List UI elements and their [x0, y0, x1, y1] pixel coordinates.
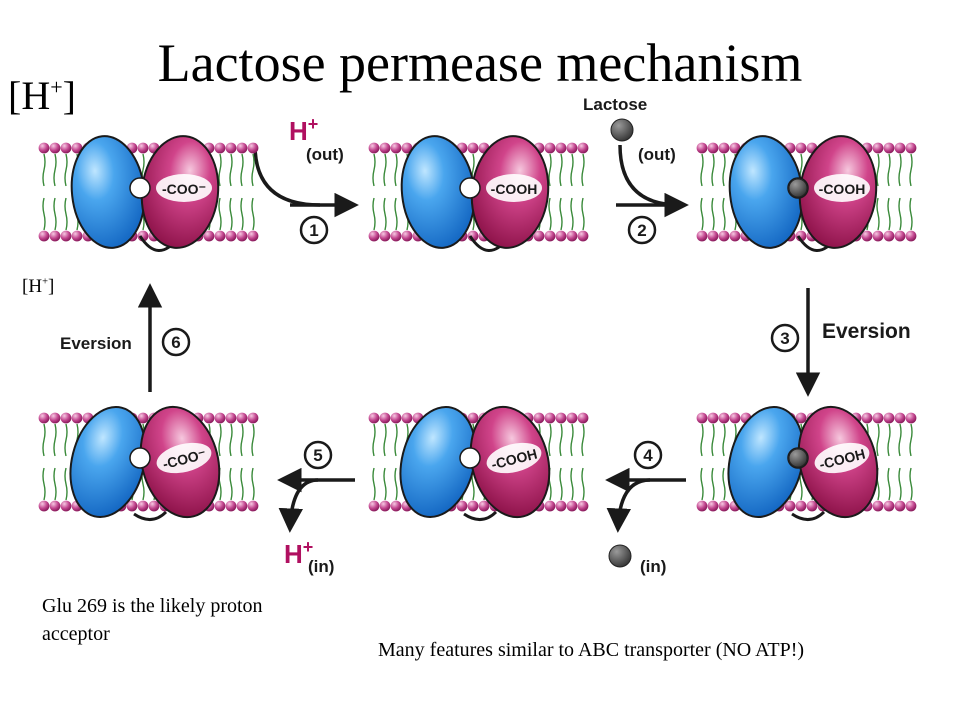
lactose-molecule-in [608, 544, 632, 568]
bound-lactose [788, 448, 808, 468]
step-1-number: 1 [299, 215, 329, 245]
svg-text:6: 6 [171, 333, 180, 352]
eversion-right-label: Eversion [822, 320, 911, 343]
step-arrows [137, 144, 821, 533]
transporter-state-5: -COOH [368, 405, 589, 521]
lactose-out-label: (out) [638, 145, 676, 164]
svg-text:3: 3 [780, 329, 789, 348]
carboxyl-label-bubble [486, 442, 542, 474]
lactose-label: Lactose [583, 95, 647, 114]
transporter-state-3: -COOH [696, 135, 917, 252]
svg-text:5: 5 [313, 446, 322, 465]
step-6-number: 6 [161, 327, 191, 357]
bound-lactose [788, 178, 808, 198]
transporter-state-1: -COO⁻ [38, 135, 259, 252]
binding-cavity [459, 447, 481, 469]
svg-text:2: 2 [637, 221, 646, 240]
lactose-molecule-out [610, 118, 634, 142]
transporter-state-2: -COOH [368, 135, 589, 252]
binding-cavity [459, 177, 481, 199]
linker-loop [463, 510, 498, 521]
h-plus-out-label: H+ [289, 114, 318, 146]
binding-cavity [129, 447, 151, 469]
step-5-number: 5 [303, 440, 333, 470]
step-2-lactose-path [618, 144, 681, 207]
linker-loop [791, 510, 826, 521]
proton-concentration-label-small: [H+] [22, 276, 55, 297]
carboxyl-group-label: -COOH [491, 181, 538, 197]
proton-acceptor-note: Glu 269 is the likely proton acceptor [42, 595, 263, 645]
step-2-number: 2 [627, 215, 657, 245]
transporter-state-6: -COO⁻ [38, 405, 259, 521]
step-4-lactose-path [606, 478, 651, 533]
page-title: Lactose permease mechanism [157, 33, 803, 93]
step-1-proton-path [253, 144, 321, 207]
step-3-number: 3 [770, 323, 800, 353]
step-5-proton-path [278, 478, 319, 533]
carboxyl-label-bubble [814, 442, 870, 474]
svg-text:1: 1 [309, 221, 318, 240]
svg-text:4: 4 [643, 446, 653, 465]
transporter-state-4: -COOH [696, 405, 917, 521]
linker-loop [133, 510, 168, 521]
binding-cavity [129, 177, 151, 199]
abc-similarity-note: Many features similar to ABC transporter… [378, 639, 805, 661]
carboxyl-label-bubble [814, 174, 870, 202]
eversion-left-label: Eversion [60, 334, 132, 353]
carboxyl-label-bubble [156, 442, 212, 474]
proton-concentration-label-large: [H+] [8, 73, 76, 118]
carboxyl-label-bubble [486, 174, 542, 202]
step-4-number: 4 [633, 440, 663, 470]
h-out-label: (out) [306, 145, 344, 164]
h-in-label: (in) [308, 557, 334, 576]
carboxyl-label-bubble [156, 174, 212, 202]
lactose-in-label: (in) [640, 557, 666, 576]
carboxyl-group-label: -COO⁻ [162, 181, 206, 197]
carboxyl-group-label: -COOH [819, 181, 866, 197]
